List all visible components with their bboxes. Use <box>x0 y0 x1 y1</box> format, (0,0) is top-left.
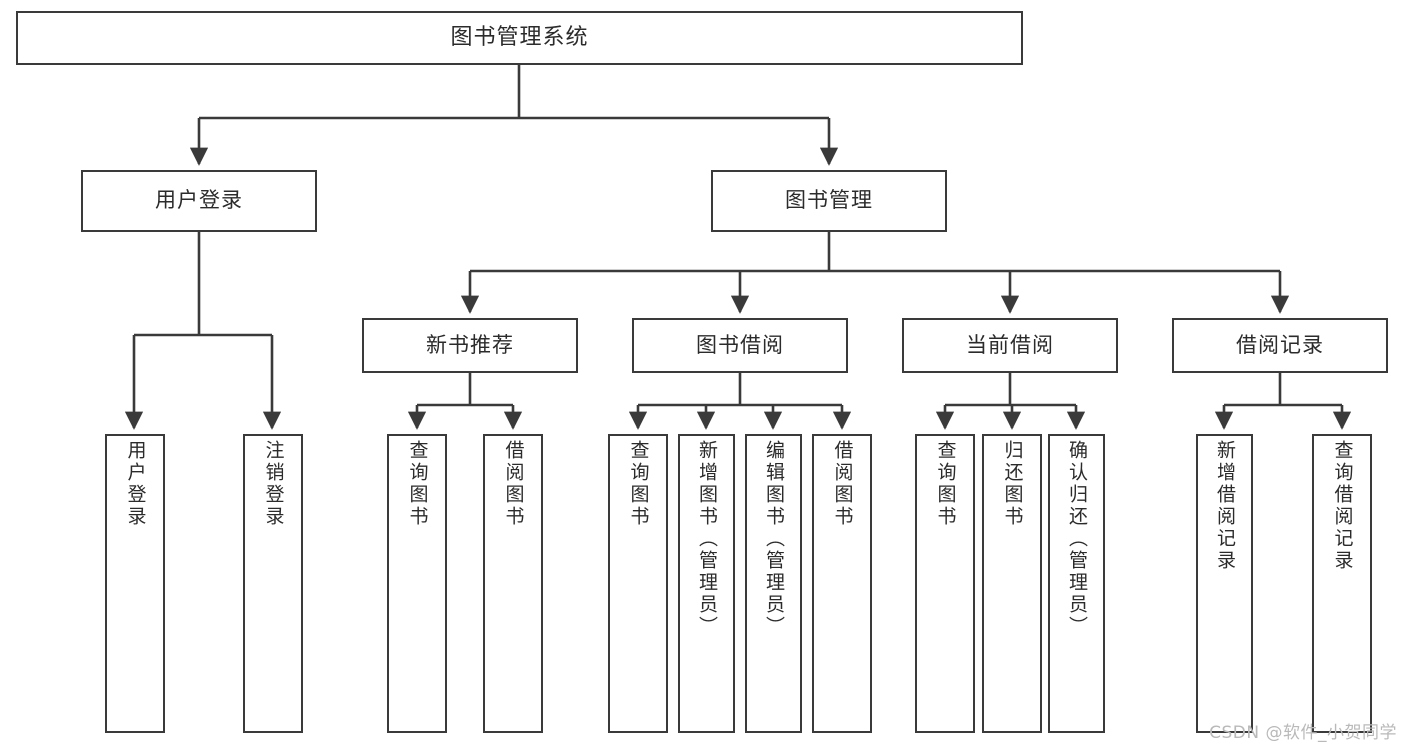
node-root-label: 图书管理系统 <box>450 24 589 50</box>
leaf-current-return-book[interactable]: 归还图书 <box>982 434 1042 733</box>
node-current-borrow-label: 当前借阅 <box>966 332 1054 357</box>
leaf-borrow-add-book-admin-label: 新增图书（管理员） <box>696 440 718 638</box>
leaf-newbook-query-book-label: 查询图书 <box>406 440 429 528</box>
node-book-borrow[interactable]: 图书借阅 <box>632 318 848 373</box>
leaf-borrow-edit-book-admin-label: 编辑图书（管理员） <box>763 440 785 638</box>
node-borrow-records[interactable]: 借阅记录 <box>1172 318 1388 373</box>
leaf-borrow-edit-book-admin[interactable]: 编辑图书（管理员） <box>745 434 802 733</box>
leaf-borrow-borrow-book-label: 借阅图书 <box>831 440 854 528</box>
node-new-book-recommend[interactable]: 新书推荐 <box>362 318 578 373</box>
node-book-borrow-label: 图书借阅 <box>696 332 784 357</box>
node-root[interactable]: 图书管理系统 <box>16 11 1023 65</box>
leaf-current-confirm-return-admin-label: 确认归还（管理员） <box>1066 440 1088 638</box>
leaf-current-query-book-label: 查询图书 <box>934 440 957 528</box>
leaf-borrow-add-book-admin[interactable]: 新增图书（管理员） <box>678 434 735 733</box>
node-user-login[interactable]: 用户登录 <box>81 170 317 232</box>
leaf-records-query-record[interactable]: 查询借阅记录 <box>1312 434 1372 733</box>
leaf-borrow-borrow-book[interactable]: 借阅图书 <box>812 434 872 733</box>
leaf-current-confirm-return-admin[interactable]: 确认归还（管理员） <box>1048 434 1105 733</box>
node-user-login-label: 用户登录 <box>155 188 243 213</box>
leaf-user-login[interactable]: 用户登录 <box>105 434 165 733</box>
leaf-newbook-borrow-book-label: 借阅图书 <box>502 440 525 528</box>
leaf-newbook-query-book[interactable]: 查询图书 <box>387 434 447 733</box>
node-book-management-label: 图书管理 <box>785 188 873 213</box>
leaf-current-return-book-label: 归还图书 <box>1001 440 1024 528</box>
csdn-watermark: CSDN @软件_小贺同学 <box>1209 723 1397 743</box>
node-new-book-recommend-label: 新书推荐 <box>426 332 514 357</box>
leaf-user-logout-label: 注销登录 <box>262 440 285 528</box>
node-book-management[interactable]: 图书管理 <box>711 170 947 232</box>
leaf-records-add-record-label: 新增借阅记录 <box>1214 440 1236 572</box>
leaf-records-query-record-label: 查询借阅记录 <box>1331 440 1354 572</box>
node-current-borrow[interactable]: 当前借阅 <box>902 318 1118 373</box>
leaf-current-query-book[interactable]: 查询图书 <box>915 434 975 733</box>
leaf-borrow-query-book[interactable]: 查询图书 <box>608 434 668 733</box>
leaf-records-add-record[interactable]: 新增借阅记录 <box>1196 434 1253 733</box>
leaf-newbook-borrow-book[interactable]: 借阅图书 <box>483 434 543 733</box>
leaf-user-logout[interactable]: 注销登录 <box>243 434 303 733</box>
node-borrow-records-label: 借阅记录 <box>1236 332 1324 357</box>
leaf-user-login-label: 用户登录 <box>124 440 147 528</box>
leaf-borrow-query-book-label: 查询图书 <box>627 440 650 528</box>
